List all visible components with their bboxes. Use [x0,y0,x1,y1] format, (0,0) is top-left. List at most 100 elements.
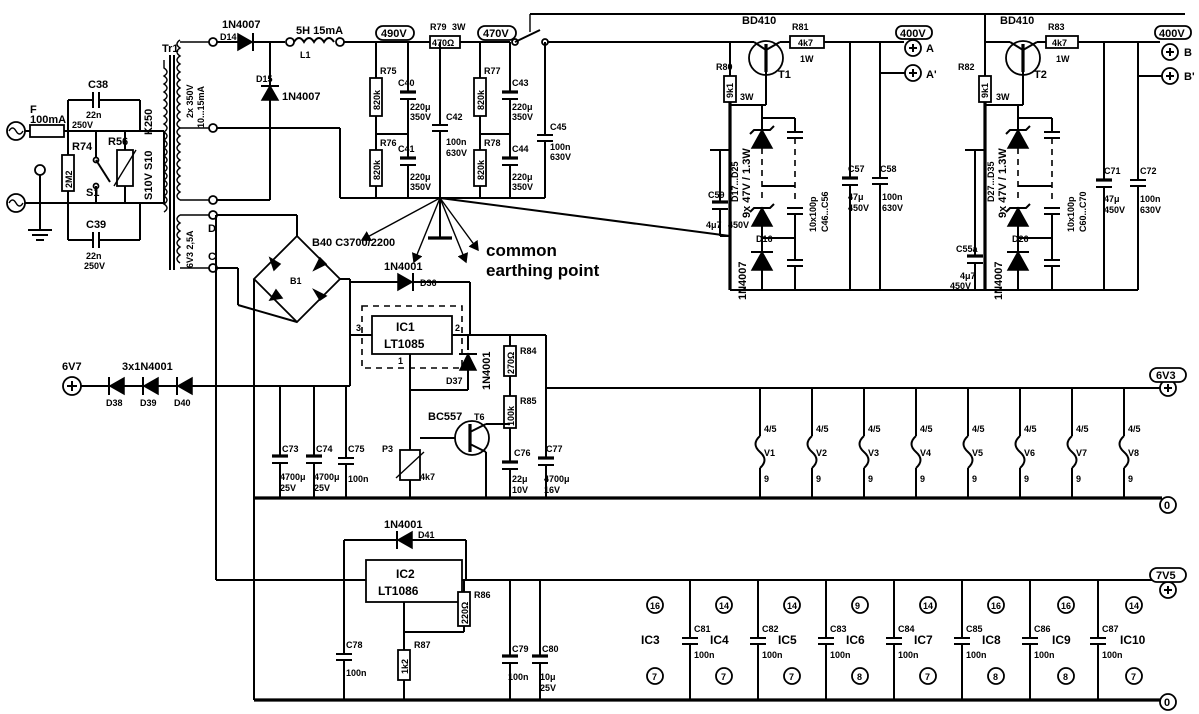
r77-label: R77 [484,66,501,76]
c72-label: C72 [1140,166,1157,176]
c43-label: C43 [512,78,529,88]
c73-value: 4700μ [280,472,306,482]
out-a-label: A [926,43,934,55]
d41-label: D41 [418,530,435,540]
c41-label: C41 [398,144,415,154]
bridge-type: B40 C3700/2200 [312,237,395,249]
c41-value: 220μ [410,172,431,182]
ic-ground-pin-number: 7 [652,672,657,682]
heater-filament [1066,435,1078,469]
cap-value: 100n [830,650,851,660]
c45-value: 100n [550,142,571,152]
node-490v [375,25,415,41]
tr1-hv-winding: 2x 350V [185,84,195,118]
node-470v [477,25,517,41]
t2-type: BD410 [1000,15,1034,27]
zener-range-a: D17...D25 [730,161,740,202]
c59-voltage: 450V [728,220,749,230]
c57-value: 47μ [848,192,864,202]
diode-d16 [750,250,774,271]
ic2-label: IC2 [396,567,415,581]
c74-value: 4700μ [314,472,340,482]
fuse-value: 100mA [30,114,66,126]
heater-pin-bottom: 9 [1076,474,1081,484]
out-0-digital-label: 0 [1164,697,1170,709]
mains-filter: C38 22n 250V C39 22n 250V R74 2M2 S1 R56… [61,79,155,271]
heater-filament [858,435,870,469]
d15-diode [260,84,280,101]
tube-heaters: 4/5V194/5V294/5V394/5V494/5V594/5V694/5V… [754,388,1141,498]
r79-label: R79 [430,22,447,32]
r83-power: 1W [1056,54,1070,64]
lv-supply: B40 C3700/2200 B1 IC1 LT1085 3 2 1 1N400… [62,214,1187,700]
heater-pin-top: 4/5 [1024,424,1037,434]
d16-type: 1N4007 [737,261,749,300]
zener-spec-a: 9x 47V / 1.3W [741,148,753,218]
c76-label: C76 [514,448,531,458]
r80-power: 3W [740,92,754,102]
c77-label: C77 [546,444,563,454]
c73-voltage: 25V [280,483,296,493]
heater-pin-bottom: 9 [816,474,821,484]
r82-value: 9k1 [980,83,990,98]
c59-label: C59 [708,190,725,200]
c42-voltage: 630V [446,148,467,158]
cap-range-a: 10x100p [808,196,818,232]
mains-input: F 100mA [6,104,164,241]
zener-d17 [750,128,774,149]
heater-pin-bottom: 9 [1128,474,1133,484]
cap-label: C86 [1034,624,1051,634]
out-7v5-label: 7V5 [1156,570,1176,582]
c77-voltage: 16V [544,485,560,495]
c73-label: C73 [282,444,299,454]
r86-value: 220Ω [460,602,470,624]
r77-value: 820k [476,89,486,110]
c45-label: C45 [550,122,567,132]
c71-voltage: 450V [1104,205,1125,215]
c71-label: C71 [1104,166,1121,176]
ic-supply-pin-number: 16 [1061,601,1071,611]
heater-label: V4 [920,448,931,458]
r75-value: 820k [372,89,382,110]
r86-label: R86 [474,590,491,600]
cap-label: C85 [966,624,983,634]
d37-label: D37 [446,376,463,386]
r74-label: R74 [72,141,93,153]
c55a-label: C55a [956,244,979,254]
ic1-pin2: 2 [455,323,460,333]
heater-label: V5 [972,448,983,458]
c80-voltage: 25V [540,683,556,693]
r81-label: R81 [792,22,809,32]
c75-label: C75 [348,444,365,454]
c40-label: C40 [398,78,415,88]
out-b-voltage: 400V [1159,28,1185,40]
c80-label: C80 [542,644,559,654]
c72-voltage: 630V [1140,205,1161,215]
ic-ground-pin-number: 8 [857,672,862,682]
diode-d26 [1006,250,1030,271]
transformer-tr1: Tr1 2x 350V 10...15mA 6V3 2,5A D C [162,37,218,273]
cap-value: 100n [694,650,715,660]
node-490v-label: 490V [381,28,407,40]
digital-supply: IC2 LT1086 1N4001 D41 R86 220Ω R87 1k2 C… [215,215,1187,711]
heater-label: V6 [1024,448,1035,458]
heater-label: V2 [816,448,827,458]
heater-filament [962,435,974,469]
series-diodes-label: 3x1N4001 [122,361,173,373]
out-a2-label: A' [926,69,937,81]
heater-pin-bottom: 9 [920,474,925,484]
r79-res: 470Ω [432,38,454,48]
tr1-tap-c: C [208,251,216,263]
c58-voltage: 630V [882,203,903,213]
heater-pin-top: 4/5 [1128,424,1141,434]
t6-type: BC557 [428,411,462,423]
tr1-hv-current: 10...15mA [196,85,206,128]
r56-type: K250 [143,109,155,135]
c76-value: 22μ [512,474,528,484]
heater-pin-top: 4/5 [972,424,985,434]
ic-ground-pin-number: 8 [993,672,998,682]
